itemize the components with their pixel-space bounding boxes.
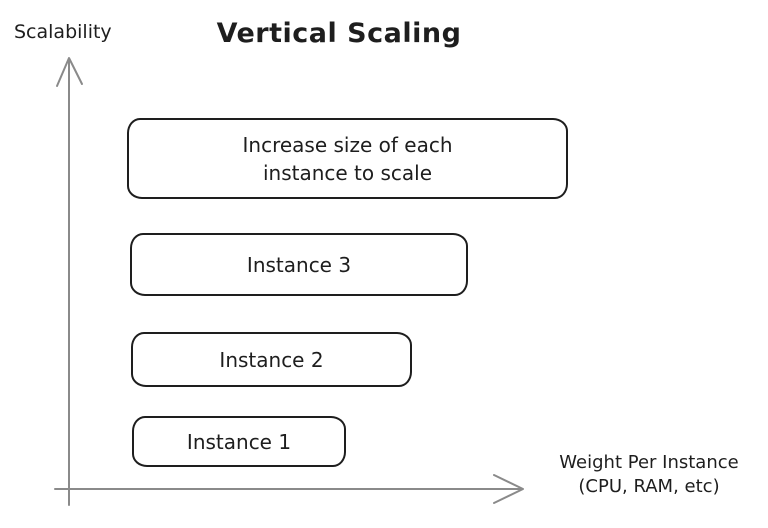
increase-size-note-line1: Increase size of each	[242, 132, 453, 157]
x-axis-label-line2: (CPU, RAM, etc)	[578, 476, 720, 498]
x-axis-arrowhead-icon	[493, 474, 524, 504]
diagram-title: Vertical Scaling	[216, 18, 462, 49]
x-axis-label-line1: Weight Per Instance	[559, 452, 739, 473]
increase-size-note-box: Increase size of each instance to scale	[127, 118, 568, 199]
x-axis-label: Weight Per Instance (CPU, RAM, etc)	[538, 451, 760, 500]
y-axis-arrowhead-icon	[56, 57, 83, 87]
y-axis-label: Scalability	[14, 21, 112, 43]
instance-2-box: Instance 2	[131, 332, 412, 387]
instance-2-label: Instance 2	[219, 347, 324, 372]
instance-1-label: Instance 1	[186, 429, 292, 454]
instance-3-box: Instance 3	[130, 233, 468, 296]
instance-1-box: Instance 1	[132, 416, 346, 467]
instance-3-label: Instance 3	[246, 252, 352, 277]
increase-size-note-line2: instance to scale	[262, 160, 433, 185]
